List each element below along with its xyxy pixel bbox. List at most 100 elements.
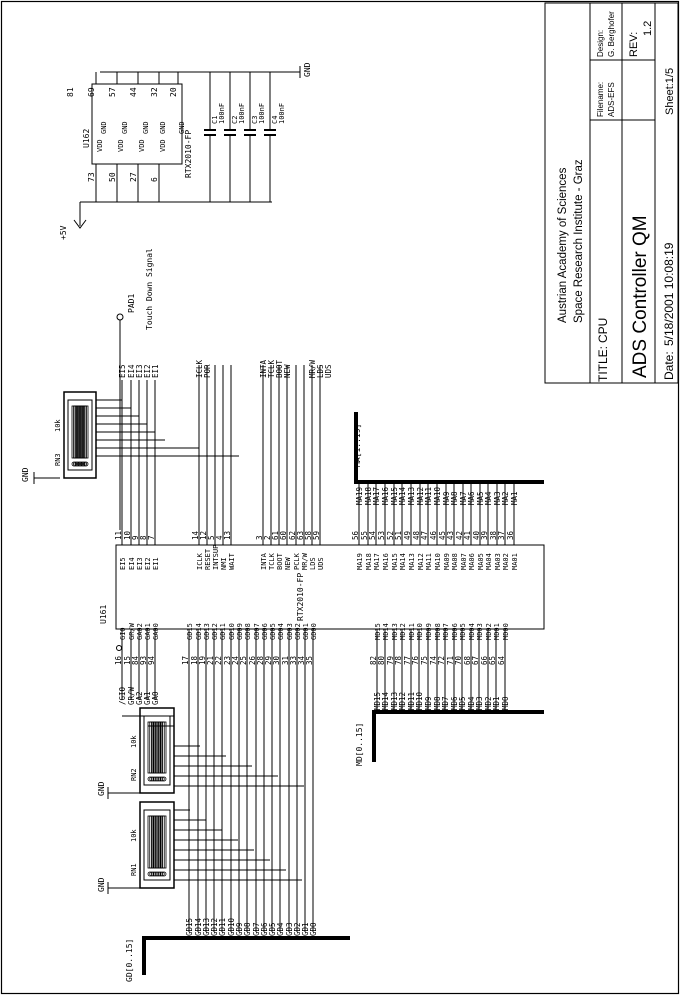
rn-pin-circle — [152, 871, 158, 877]
u161-bottom-pin-name: GD15 — [186, 623, 194, 640]
rn-pin-circle — [161, 871, 167, 877]
u161-bottom-pin-num: 19 — [198, 656, 207, 665]
net-label-top: EI2 — [143, 364, 152, 378]
u161-bottom-pin-name: MD06 — [451, 623, 459, 640]
u162-gnd-label: GND — [142, 121, 150, 134]
u161-top-pin-name: MA01 — [511, 553, 519, 570]
u161-top-pin-name: BOOT — [276, 552, 284, 570]
net-label-top: MR/W — [308, 359, 317, 378]
u161-top-pin-name: MA03 — [494, 553, 502, 570]
u161-bottom-pin-num: 22 — [214, 656, 223, 665]
date-label: Date: — [662, 351, 676, 380]
u161-top-pin-name: MA15 — [391, 553, 399, 570]
u162-vdd-pin: 73 — [87, 172, 96, 182]
u162-gnd-pin: 81 — [66, 87, 75, 97]
rn-resistor — [76, 405, 81, 459]
u161-bottom-pin-name: GA00 — [152, 623, 160, 640]
net-label-md: MD3 — [475, 696, 484, 710]
u161-bottom-pin-name: GR/W — [128, 622, 136, 640]
net-label-gd: GD11 — [218, 918, 227, 936]
rn-pin-circle — [156, 776, 162, 782]
u161-bottom-pin-num: 64 — [497, 655, 506, 665]
cap-value: 100nF — [278, 103, 286, 124]
u161-bottom-pin-num: 93 — [139, 656, 148, 665]
rev-value: 1.2 — [642, 21, 654, 36]
u161-bottom-pin-num: 29 — [264, 656, 273, 665]
u161-bottom-pin-name: GD13 — [203, 623, 211, 640]
net-label-md: MD10 — [415, 691, 424, 710]
u161-top-pin-num: 47 — [420, 531, 429, 540]
u161-top-pin-name: EI4 — [128, 557, 136, 570]
org-line2: Space Research Institute - Graz — [573, 159, 585, 323]
u161-bottom-pin-num: 68 — [463, 655, 472, 665]
rn-pin-circle — [73, 461, 78, 467]
filename-value: ADS-EFS — [607, 82, 616, 117]
u161-top-pin-num: 3 — [255, 535, 264, 540]
pad1: PAD1 Touch Down Signal — [116, 248, 154, 530]
u161-bottom-pin-name: GA02 — [136, 623, 144, 640]
rn-pin-circle — [147, 871, 153, 877]
u161-top-pin-num: 39 — [480, 531, 489, 540]
gnd-label-rn2: GND — [97, 781, 106, 796]
u161-top-pin-num: 8 — [139, 535, 148, 540]
net-label-md: MD2 — [484, 696, 493, 710]
u161-bottom-pin-name: GD08 — [244, 623, 252, 640]
u161-top-pin-name: ICLK — [196, 552, 204, 570]
u161-bottom-pin-num: 65 — [488, 656, 497, 665]
net-label-g: GR/W — [127, 686, 136, 705]
u161-top-pin-name: LDS — [309, 557, 317, 570]
u162-gnd-pin: 69 — [87, 87, 96, 97]
gnd-label-rn3: GND — [21, 467, 30, 482]
design-value: G. Berghofer — [607, 11, 616, 57]
u161-bottom-pin-name: GD01 — [302, 623, 310, 640]
gnd-label-u162: GND — [303, 62, 312, 77]
title-label: TITLE: — [596, 346, 610, 382]
net-label-gd: GD4 — [276, 922, 285, 936]
u162-gnd-label: GND — [178, 121, 186, 134]
net-label-gd: GD15 — [185, 918, 194, 936]
u161-top-pin-num: 9 — [131, 535, 140, 540]
u161-top-pin-name: NMI — [220, 557, 228, 570]
net-label-top: UDS — [324, 364, 333, 378]
net-label-gd: GD14 — [194, 917, 203, 936]
u161-bottom-pin-name: MD15 — [374, 623, 382, 640]
net-label-top: EI1 — [151, 364, 160, 378]
net-label-md: MD7 — [441, 696, 450, 710]
net-label-top: TCLK — [267, 359, 276, 378]
u161-top-pin-num: 51 — [394, 531, 403, 540]
rn-pin-circle — [149, 776, 155, 782]
net-label-gd: GD13 — [202, 918, 211, 936]
u161-bottom-pin-name: GD14 — [195, 623, 203, 640]
u161-bottom-pin-name: GA01 — [144, 623, 152, 640]
net-label-top: EI5 — [118, 364, 127, 378]
rn-pin-circle — [154, 776, 160, 782]
u161-bottom-pin-name: GD07 — [253, 623, 261, 640]
u161-top-pin-num: 12 — [199, 531, 208, 540]
rn-pin-circle — [159, 871, 165, 877]
gio-bubble — [116, 645, 122, 651]
rn-resistor — [161, 815, 167, 869]
rn-resistor — [161, 721, 167, 774]
u161-bottom-pin-name: MD13 — [391, 623, 399, 640]
net-label-md: MD12 — [398, 692, 407, 710]
u161-bottom-pin-name: GD12 — [211, 623, 219, 640]
u161-bottom-pin-name: GIO — [119, 627, 127, 640]
net-label-top: EI3 — [135, 364, 144, 378]
u161-top-pin-num: 45 — [438, 531, 447, 540]
u161-ref: U161 — [99, 605, 108, 624]
cap-value: 100nF — [218, 103, 226, 124]
rn-pin-circle — [71, 461, 77, 467]
u161-top-pin-name: MA07 — [460, 553, 468, 570]
u161-top-pin-num: 11 — [114, 531, 123, 540]
u161-bottom-pin-name: MD11 — [408, 623, 416, 640]
u162-vdd-label: VDD — [138, 139, 146, 152]
rn-inner — [143, 809, 171, 881]
u161-top-pin-num: 14 — [191, 530, 200, 540]
u161-bottom-pin-num: 23 — [223, 656, 232, 665]
rn-resistor — [80, 405, 86, 459]
u161-bottom-pin-name: MD10 — [416, 623, 424, 640]
u161-bottom-pin-name: MD04 — [468, 623, 476, 640]
u161-top-pin-name: MA05 — [477, 553, 485, 570]
